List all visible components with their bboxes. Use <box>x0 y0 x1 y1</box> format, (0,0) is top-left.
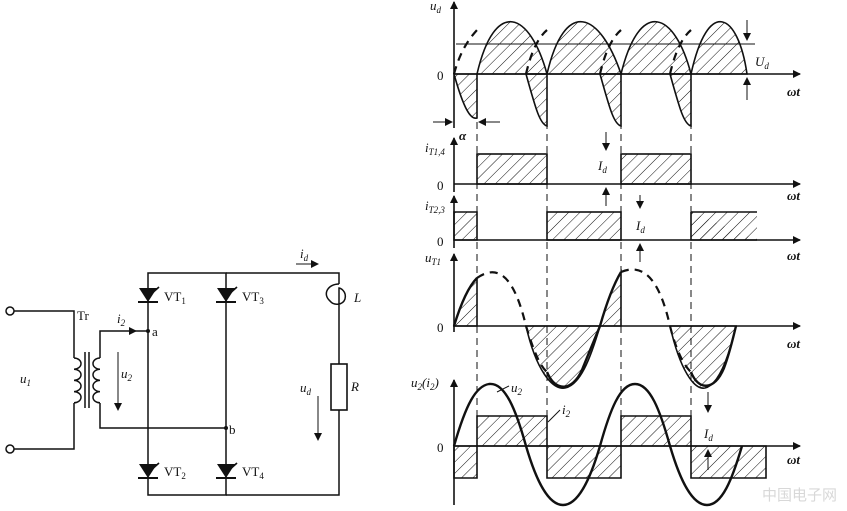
load-wire-bottom <box>226 410 340 496</box>
ud-hatch-neg-4 <box>668 73 692 128</box>
u2-curve-label: u2 <box>511 380 523 397</box>
u2-label: u2 <box>121 366 133 383</box>
u2i2-amp-label: Id <box>703 426 713 443</box>
ut1-x-label: ωt <box>787 336 800 351</box>
ut1-axis-label: uT1 <box>425 250 441 267</box>
it23-pulse-2-fill <box>691 212 757 240</box>
ud-origin: 0 <box>437 68 444 83</box>
secondary-wire-bottom <box>99 403 226 429</box>
ud-hatch-neg-1 <box>452 73 478 119</box>
vt3-label: VT3 <box>242 289 264 306</box>
u2i2-origin: 0 <box>437 440 444 455</box>
it14-origin: 0 <box>437 178 444 193</box>
it23-axis-label: iT2,3 <box>425 198 445 215</box>
ut1-solid-3 <box>598 271 623 327</box>
it14-pulse-2 <box>620 153 692 185</box>
it14-amp-label: Id <box>597 158 607 175</box>
it23-amp-label: Id <box>635 218 645 235</box>
source-wire-top <box>14 310 75 358</box>
u2i2-panel: u2(i2) 0 ωt u2 i2 Id <box>411 375 801 507</box>
node-b-label: b <box>229 422 236 437</box>
bridge-frame <box>147 272 227 496</box>
thyristor-vt2 <box>137 462 160 479</box>
vt1-label: VT1 <box>164 289 186 306</box>
ud-hatch-pos-1 <box>475 21 549 75</box>
it23-pulse-1 <box>546 211 622 241</box>
ud-axis-label: ud <box>430 0 442 15</box>
node-b-dot <box>224 426 228 430</box>
i2-leader <box>547 409 561 423</box>
node-a-label: a <box>152 324 158 339</box>
source-terminal-bottom <box>5 444 15 454</box>
it14-pulse-1 <box>476 153 548 185</box>
ud-label: ud <box>300 380 312 397</box>
it14-x-label: ωt <box>787 188 800 203</box>
load-wire-top <box>226 272 340 284</box>
ut1-origin: 0 <box>437 320 444 335</box>
it23-x-label: ωt <box>787 248 800 263</box>
inductor-symbol <box>325 283 347 312</box>
it14-axis-label: iT1,4 <box>425 140 445 157</box>
ud-hatch-pos-3 <box>619 21 693 75</box>
thyristor-vt3 <box>215 286 238 303</box>
ud-dashed-1 <box>452 29 478 75</box>
u2i2-axis-label: u2(i2) <box>411 375 439 392</box>
ut1-dashed-3 <box>620 268 672 327</box>
vt2-label: VT2 <box>164 464 186 481</box>
ut1-solid-1 <box>452 277 478 327</box>
ud-avg-label: Ud <box>755 54 769 71</box>
i2-hatch-4 <box>690 445 767 479</box>
source-terminal-top <box>5 306 15 316</box>
thyristor-vt4 <box>215 462 238 479</box>
i2-hatch-1 <box>476 415 548 447</box>
ut1-solid-4 <box>689 325 738 387</box>
ud-hatch-neg-2 <box>524 73 548 128</box>
id-label: id <box>300 246 309 263</box>
i2-hatch-2 <box>546 445 622 479</box>
primary-coil <box>73 357 82 404</box>
alpha-label: α <box>459 128 467 143</box>
i2-curve-label: i2 <box>562 402 571 419</box>
resistor-label: R <box>350 379 359 394</box>
i2-hatch-0 <box>453 445 478 479</box>
thyristor-vt1 <box>137 286 160 303</box>
it14-panel: iT1,4 0 ωt Id <box>425 132 801 206</box>
ud-x-label: ωt <box>787 84 800 99</box>
secondary-wire-top <box>99 330 148 358</box>
node-a-dot <box>146 329 150 333</box>
inductor-label: L <box>353 290 361 305</box>
ut1-panel: uT1 0 ωt <box>425 250 801 389</box>
ud-panel: ud 0 ωt Ud α <box>430 0 801 143</box>
ud-hatch-pos-2 <box>545 21 623 75</box>
u2i2-x-label: ωt <box>787 452 800 467</box>
watermark-text: 中国电子网 <box>762 487 837 504</box>
ud-hatch-pos-4 <box>690 21 748 75</box>
ut1-solid-2 <box>545 325 602 388</box>
source-wire-bottom <box>14 403 75 450</box>
u2-leader <box>496 385 510 393</box>
i2-hatch-3 <box>620 415 692 447</box>
ut1-dashed-4 <box>668 325 692 373</box>
circuit: u1 Tr i2 u2 a b VT1 VT3 VT2 VT4 id L ud … <box>5 246 361 496</box>
i2-label: i2 <box>117 311 126 328</box>
resistor-symbol <box>330 363 348 411</box>
it23-origin: 0 <box>437 234 444 249</box>
ut1-dashed-1 <box>476 271 528 327</box>
transformer-label: Tr <box>77 308 89 323</box>
secondary-coil <box>92 357 101 404</box>
it23-pulse-0 <box>453 211 478 241</box>
it23-panel: iT2,3 0 ωt Id <box>425 195 801 263</box>
source-label: u1 <box>20 371 31 388</box>
vt4-label: VT4 <box>242 464 264 481</box>
ut1-dashed-2 <box>524 325 548 373</box>
ud-hatch-neg-3 <box>598 73 622 128</box>
